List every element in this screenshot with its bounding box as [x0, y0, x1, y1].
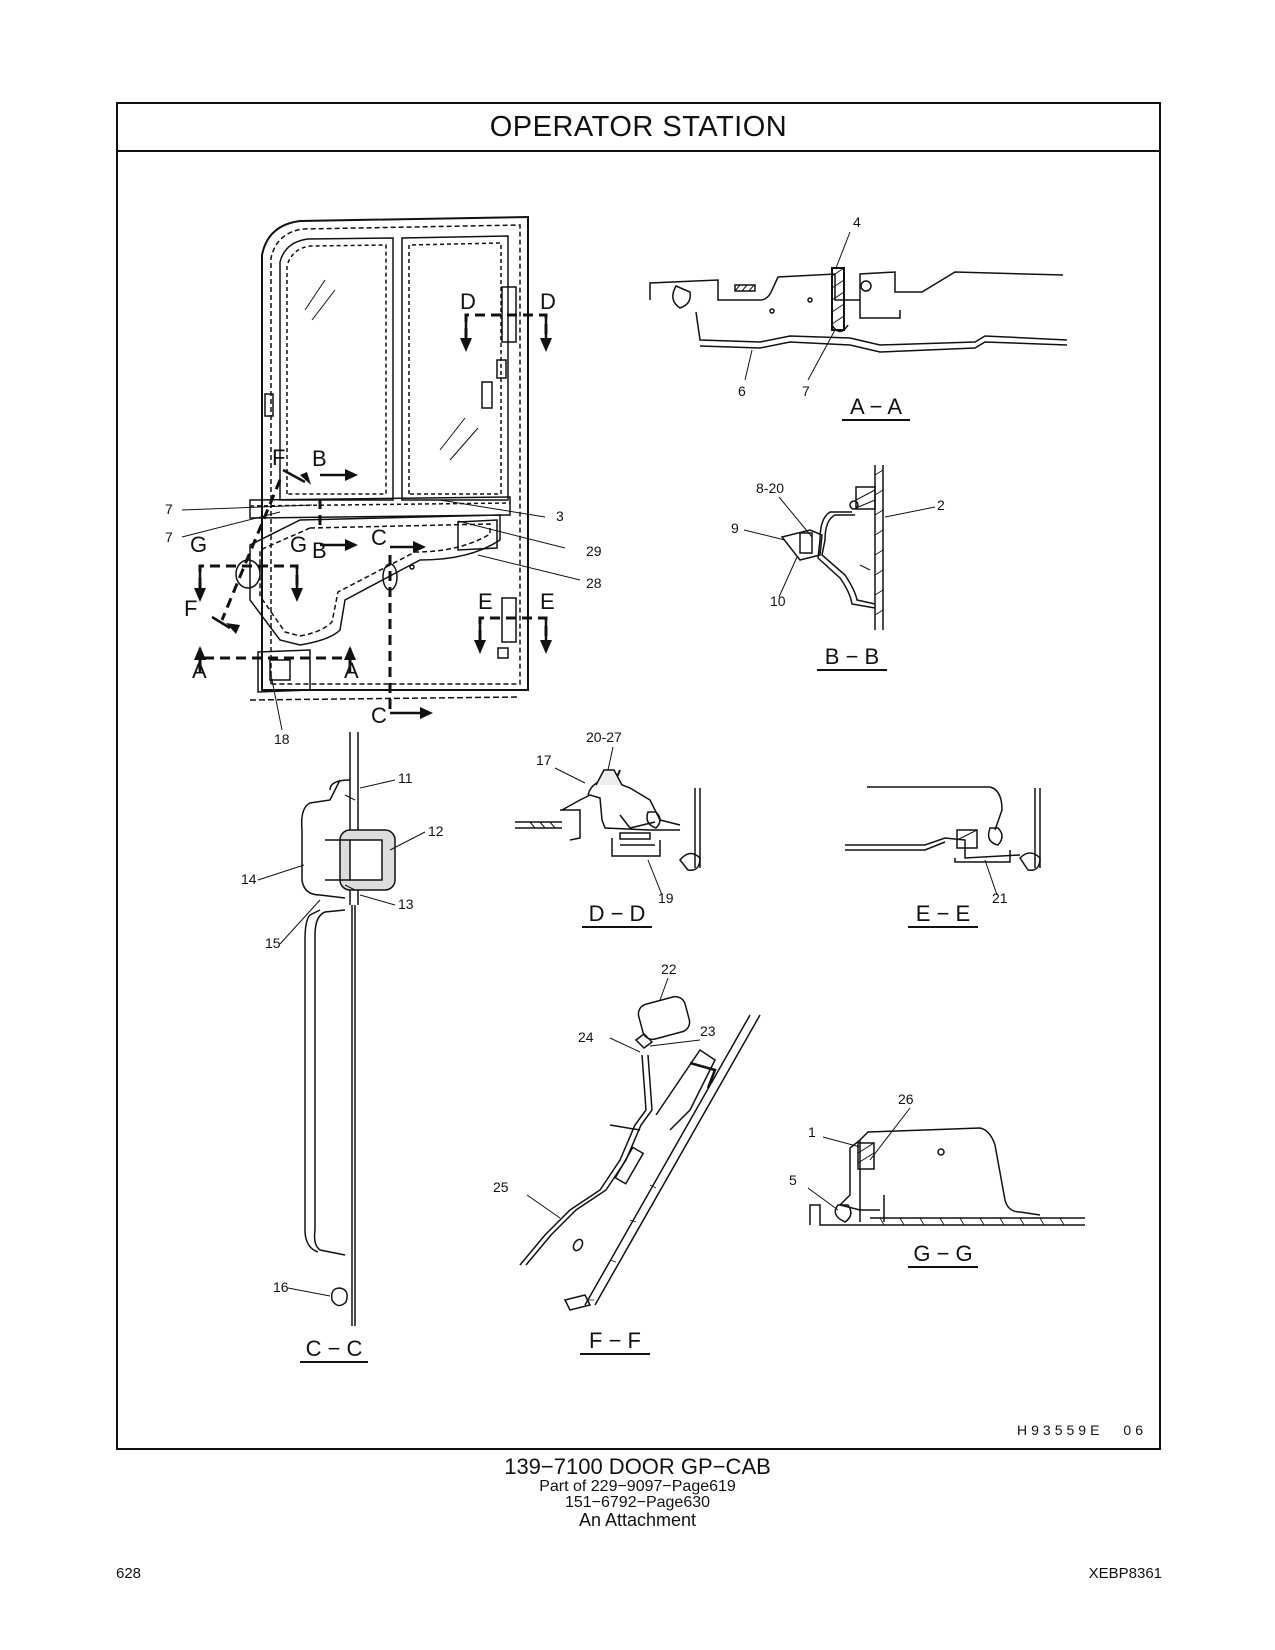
callout-19: 19: [658, 890, 674, 906]
callout-16: 16: [273, 1279, 289, 1295]
callout-17: 17: [536, 752, 552, 768]
callout-20-27: 20-27: [586, 729, 622, 745]
callout-9: 9: [731, 520, 739, 536]
cut-letter-c-bottom: C: [371, 703, 387, 728]
callout-14: 14: [241, 871, 257, 887]
section-gg-view: [807, 1107, 1085, 1268]
callout-11: 11: [398, 770, 413, 786]
section-dd-view: [515, 746, 701, 928]
callout-15: 15: [265, 935, 281, 951]
callout-18: 18: [274, 731, 290, 747]
cut-letter-g-right: G: [290, 532, 307, 557]
cut-letter-d-left: D: [460, 289, 476, 314]
callout-24: 24: [578, 1029, 594, 1045]
section-label-dd: D − D: [589, 901, 646, 926]
callout-7-aa: 7: [802, 383, 810, 399]
section-aa-view: [649, 231, 1068, 421]
caption-title: 139−7100 DOOR GP−CAB: [504, 1454, 771, 1479]
figure-code-rev: 06: [1123, 1422, 1147, 1438]
cut-letter-g-left: G: [190, 532, 207, 557]
callout-29: 29: [586, 543, 602, 559]
callout-7-upper: 7: [165, 501, 173, 517]
section-ff-view: [519, 977, 761, 1355]
section-label-bb: B − B: [825, 644, 879, 669]
door-elevation-view: [181, 215, 581, 731]
figure-frame: OPERATOR STATION H93559E 06: [116, 102, 1161, 1450]
callout-10: 10: [770, 593, 786, 609]
caption-line-1: Part of 229−9097−Page619: [539, 1478, 736, 1495]
section-label-ff: F − F: [589, 1328, 641, 1353]
section-label-aa: A − A: [850, 394, 902, 419]
caption-line-2: 151−6792−Page630: [564, 1494, 711, 1511]
title-bar: OPERATOR STATION: [118, 104, 1159, 152]
cut-letter-e-right: E: [540, 589, 555, 614]
section-label-cc: C − C: [306, 1336, 363, 1361]
page-number: 628: [116, 1565, 142, 1582]
callout-26: 26: [898, 1091, 914, 1107]
cut-letter-f-top: F: [272, 445, 285, 470]
cut-letter-d-right: D: [540, 289, 556, 314]
cut-letter-e-left: E: [478, 589, 493, 614]
page-title: OPERATOR STATION: [489, 111, 788, 143]
cut-letter-f-bottom: F: [184, 596, 197, 621]
cut-letter-b-bottom: B: [312, 538, 327, 563]
callout-22: 22: [661, 961, 677, 977]
callout-2: 2: [937, 497, 945, 513]
callout-25: 25: [493, 1179, 509, 1195]
callout-4: 4: [853, 214, 861, 230]
figure-code: H93559E 06: [1017, 1422, 1147, 1438]
cut-letter-c-top: C: [371, 525, 387, 550]
section-label-ee: E − E: [916, 901, 970, 926]
document-code: XEBP8361: [1088, 1565, 1162, 1582]
callout-8-20: 8-20: [756, 480, 784, 496]
section-bb-view: [743, 465, 936, 671]
callout-6: 6: [738, 383, 746, 399]
section-ee-view: [845, 786, 1041, 928]
callout-7-lower: 7: [165, 529, 173, 545]
callout-1: 1: [808, 1124, 816, 1140]
callout-23: 23: [700, 1023, 716, 1039]
cut-letter-a-left: A: [192, 658, 207, 683]
callout-5: 5: [789, 1172, 797, 1188]
cut-letter-a-right: A: [344, 658, 359, 683]
section-label-gg: G − G: [913, 1241, 972, 1266]
caption-line-3: An Attachment: [578, 1510, 697, 1530]
cut-letter-b-top: B: [312, 446, 327, 471]
callout-12: 12: [428, 823, 444, 839]
callout-13: 13: [398, 896, 414, 912]
section-cc-view: [257, 732, 426, 1363]
callout-28: 28: [586, 575, 602, 591]
callout-3: 3: [556, 508, 564, 524]
figure-code-id: H93559E: [1017, 1422, 1104, 1438]
callout-21: 21: [992, 890, 1008, 906]
